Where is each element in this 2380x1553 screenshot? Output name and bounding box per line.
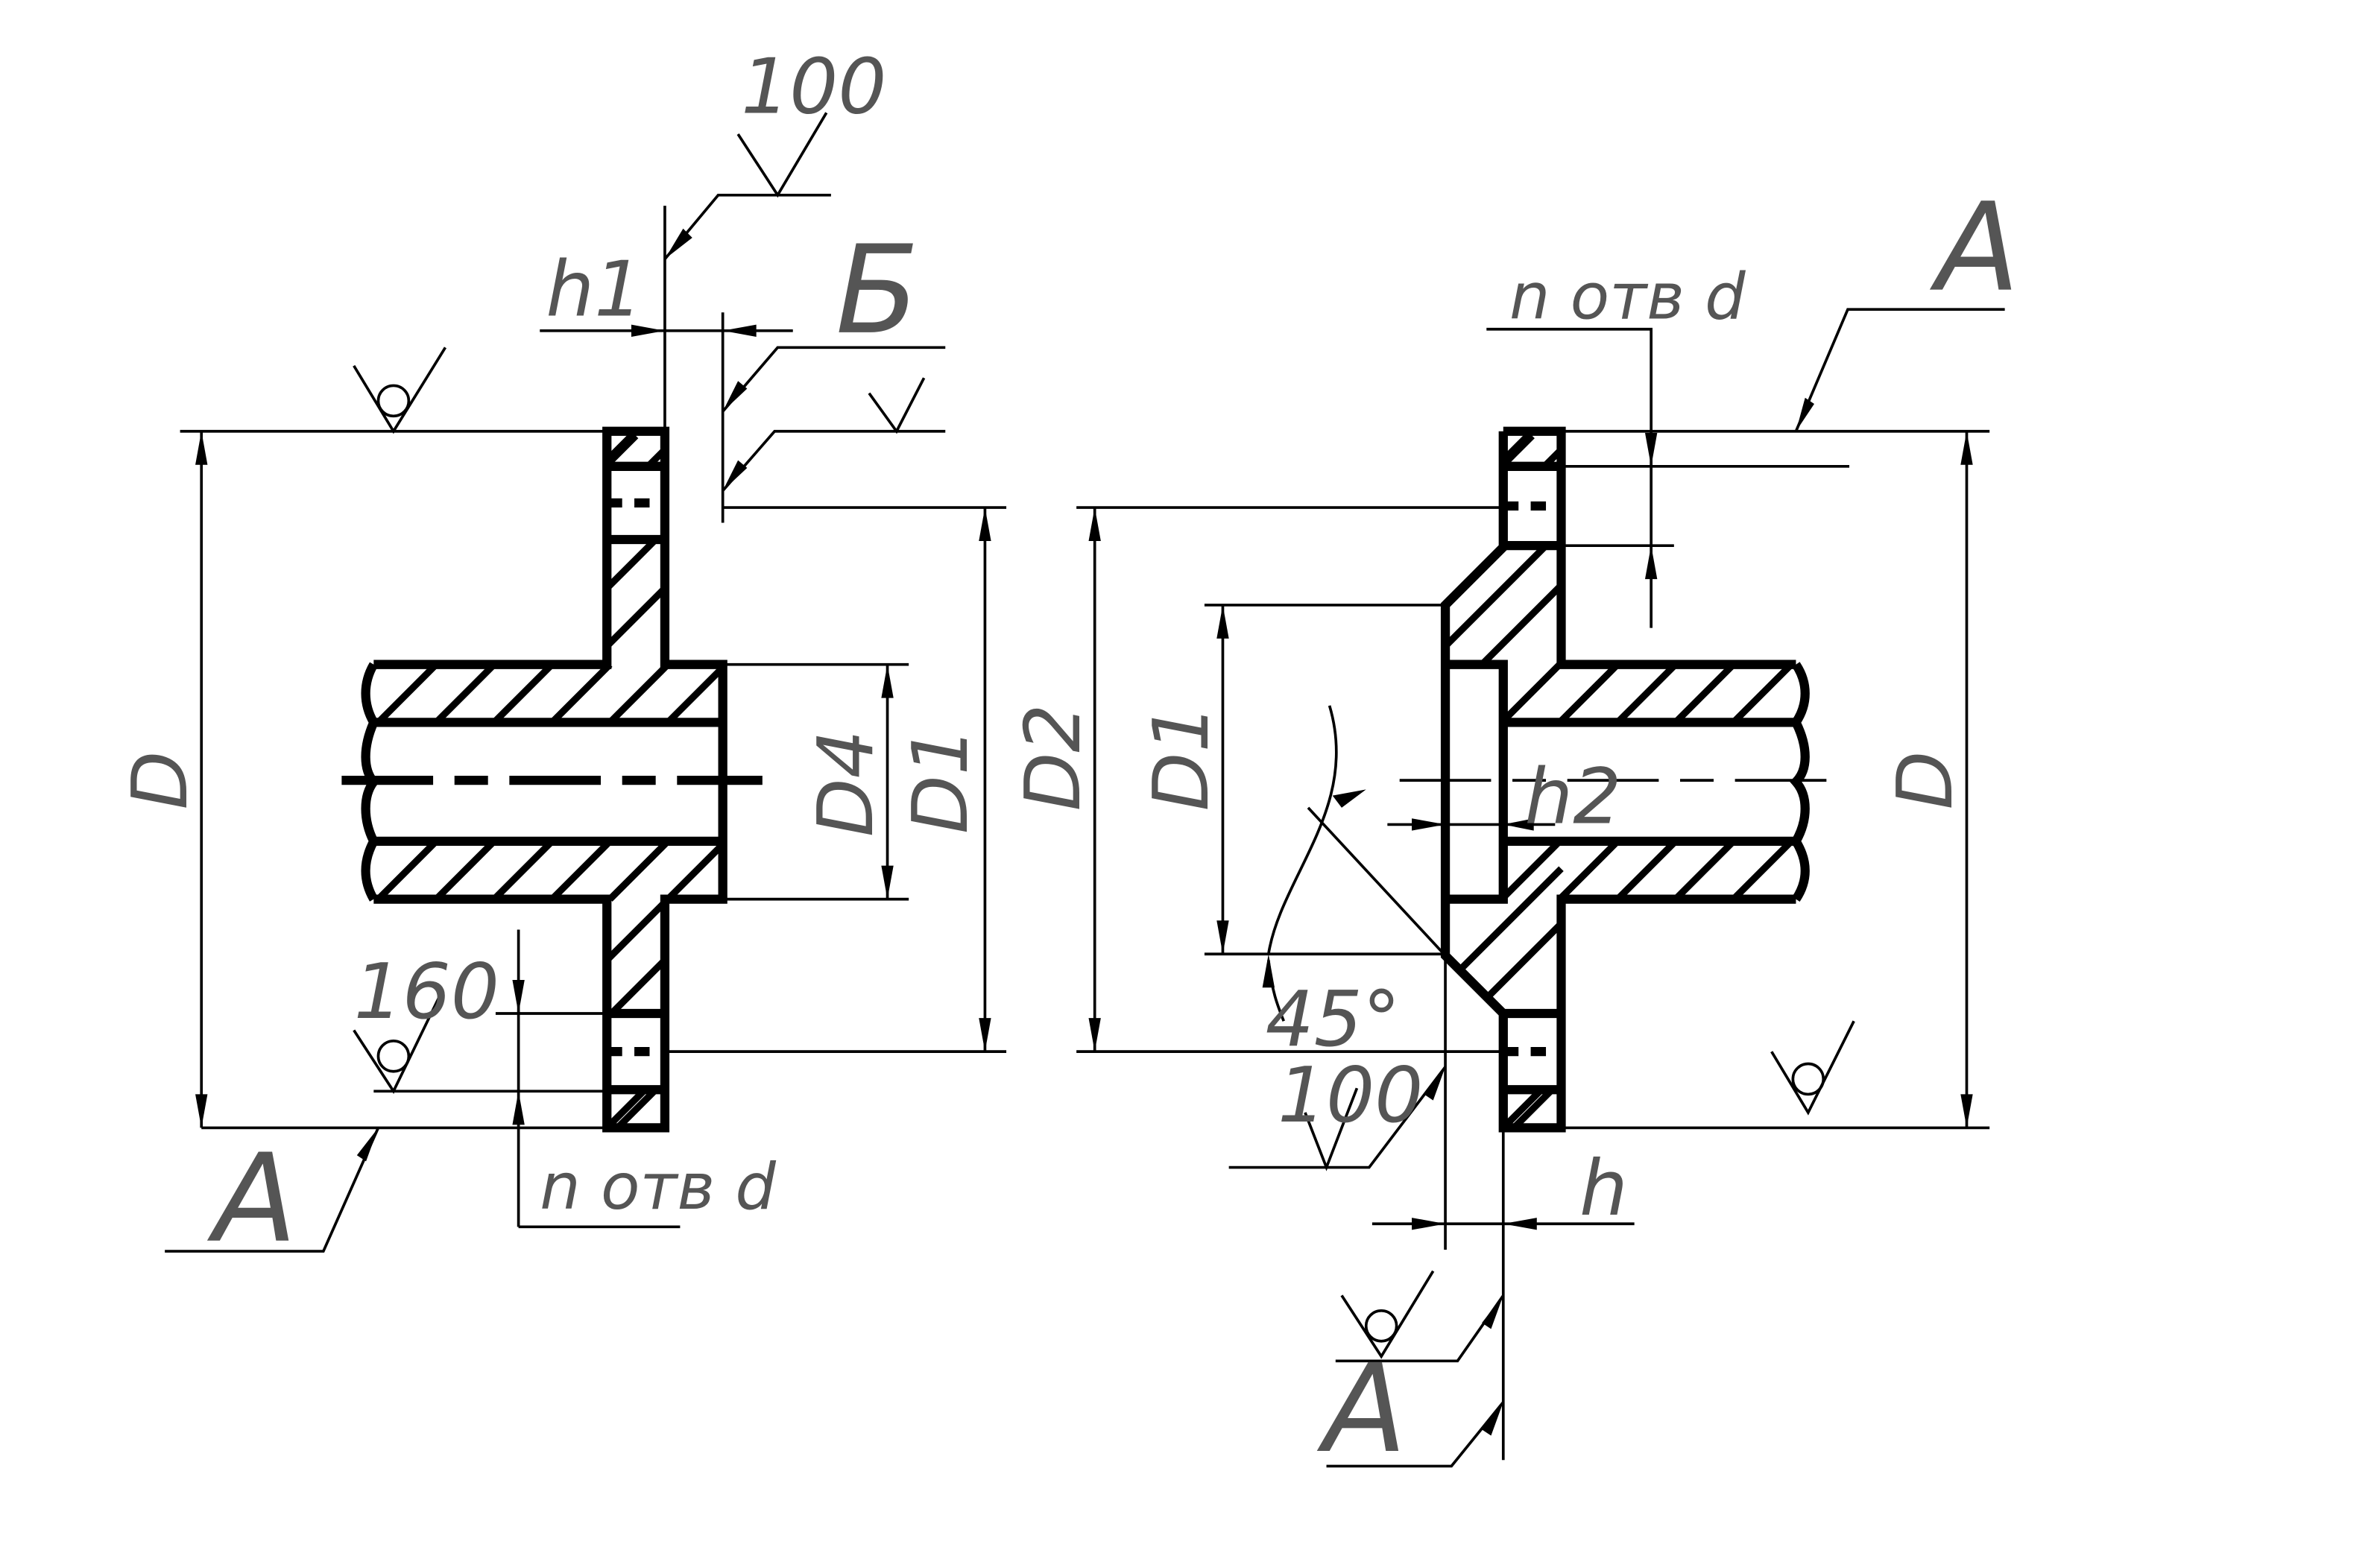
right-lower-hatching: [1445, 841, 1794, 1128]
right-angle-label: 45°: [1266, 975, 1401, 1064]
right-break-line: [1790, 662, 1810, 902]
arrow: [195, 431, 208, 465]
right-dim-d2-label: D2: [1009, 704, 1098, 812]
arrow: [1216, 920, 1229, 955]
arrow: [722, 324, 757, 337]
right-angle-arc: [1266, 705, 1447, 1022]
right-roughness-circle: [1364, 1309, 1398, 1343]
right-datum-a-top-label: A: [1930, 177, 2020, 319]
left-datum-a-leader: [165, 1127, 380, 1253]
arrow: [1216, 604, 1229, 639]
left-dim-h1-label: h1: [546, 245, 643, 334]
right-roughness-circle: [1791, 1062, 1825, 1096]
arrow: [1262, 954, 1275, 988]
right-roughness-circle-sign: [1770, 1020, 1855, 1116]
right-flange-view: A n отв d D D2 D1 h2 45°: [1009, 177, 2019, 1480]
left-roughness-circle: [376, 1039, 411, 1073]
right-dim-d-lines: [1561, 429, 1990, 1130]
left-roughness-circle-sign-top: [353, 347, 447, 434]
left-roughness-top-label: 100: [741, 42, 886, 131]
right-datum-a-bottom-label: A: [1316, 1338, 1407, 1480]
right-datum-a-top-leader: [1794, 308, 2005, 432]
arrow: [1960, 1094, 1973, 1128]
arrow: [1503, 1218, 1537, 1230]
arrow: [1088, 507, 1101, 542]
arrow: [1424, 1066, 1446, 1101]
arrow: [1644, 432, 1658, 466]
left-flange-view: D D1 D4 h1 100 Б 160: [116, 42, 1007, 1270]
left-holes-leader: [495, 929, 681, 1229]
arrow: [1482, 1295, 1503, 1329]
arrow: [881, 664, 894, 698]
arrow: [1482, 1402, 1503, 1436]
arrow: [722, 460, 748, 491]
arrow: [979, 1018, 991, 1052]
left-inner-edges: [373, 461, 723, 1095]
arrow: [512, 1091, 525, 1125]
left-dim-d4-label: D4: [802, 730, 891, 837]
arrow: [1503, 818, 1534, 831]
right-dim-d1-lines: [1204, 604, 1446, 956]
left-datum-a-label: A: [207, 1127, 297, 1270]
right-dim-d1-label: D1: [1137, 704, 1226, 812]
right-holes-leader: [1486, 327, 1850, 628]
right-dim-h-label: h: [1579, 1145, 1628, 1233]
arrow: [356, 1127, 379, 1162]
arrow: [664, 228, 692, 259]
left-section-b-label: Б: [836, 219, 919, 361]
left-lower-hatching: [376, 841, 723, 1128]
arrow: [722, 381, 748, 412]
left-section-b-leaders: [722, 346, 946, 492]
right-recess-zone: [1448, 667, 1500, 896]
arrow: [631, 324, 665, 337]
right-inner-edges: [1445, 461, 1796, 1095]
arrow: [1960, 431, 1973, 465]
right-roughness-sign: [1228, 1066, 1447, 1171]
arrow: [512, 980, 525, 1014]
left-dim-d4-lines: [722, 662, 909, 901]
left-dim-d-label: D: [116, 751, 205, 810]
left-dim-d1-lines: [664, 506, 1007, 1053]
arrow: [979, 507, 991, 542]
right-datum-a-bottom-leader: [1326, 1401, 1505, 1468]
arrow: [1088, 1018, 1101, 1052]
arrow: [881, 865, 894, 899]
right-holes-note: n отв d: [1509, 259, 1746, 334]
arrow: [1332, 789, 1366, 808]
left-dim-d1-label: D1: [897, 727, 985, 834]
right-dim-d2-lines: [1076, 506, 1503, 1053]
arrow: [1796, 397, 1814, 431]
right-dim-h2-label: h2: [1524, 753, 1621, 841]
right-hole-axes: [1503, 501, 1562, 1057]
left-hole-axes: [607, 498, 665, 1057]
left-upper-hatching: [376, 431, 723, 723]
arrow: [1644, 545, 1658, 580]
left-roughness-bottom-label: 160: [354, 948, 499, 1037]
arrow: [1412, 818, 1446, 831]
left-roughness-bottom-sign: [353, 990, 607, 1095]
right-dim-d-label: D: [1881, 751, 1970, 810]
left-roughness-circle: [376, 384, 411, 418]
right-roughness-label: 100: [1278, 1051, 1423, 1140]
arrow: [1412, 1218, 1446, 1230]
left-holes-note: n отв d: [540, 1150, 776, 1224]
arrow: [195, 1094, 208, 1128]
